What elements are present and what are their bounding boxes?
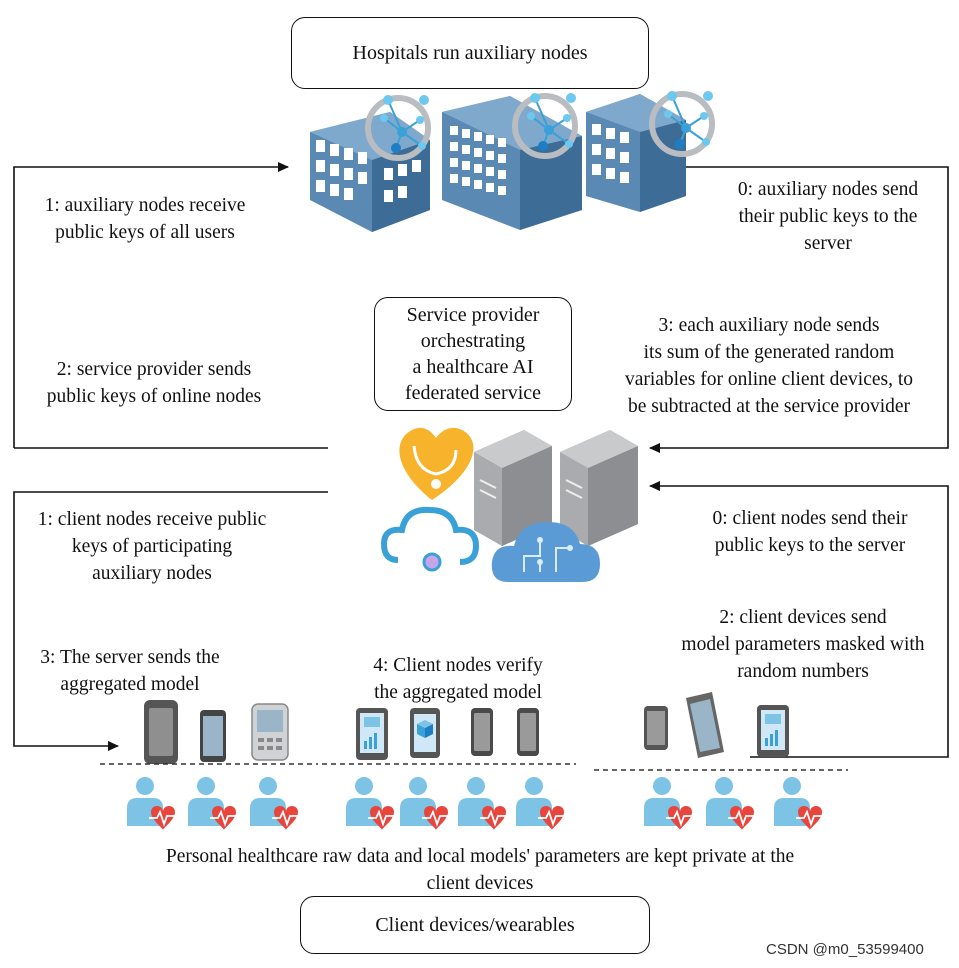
privacy-note: Personal healthcare raw data and local m… bbox=[165, 846, 795, 894]
label-aux-send: 0: auxiliary nodes send their public key… bbox=[737, 179, 919, 254]
service-provider-icons bbox=[380, 427, 638, 582]
service-provider-box: Service provider orchestrating a healthc… bbox=[374, 297, 572, 411]
arrow-keys-to-hospitals bbox=[13, 162, 289, 448]
label-client-receive: 1: client nodes receive public keys of p… bbox=[37, 509, 267, 584]
arrows bbox=[13, 162, 949, 758]
device-group-1 bbox=[144, 700, 289, 764]
device-baselines bbox=[100, 763, 848, 771]
client-devices-box: Client devices/wearables bbox=[300, 896, 650, 954]
label-client-send: 0: client nodes send their public keys t… bbox=[712, 508, 908, 556]
label-client-verify: 4: Client nodes verify the aggregated mo… bbox=[373, 655, 543, 703]
service-provider-box-label: Service provider orchestrating a healthc… bbox=[404, 304, 541, 404]
arrow-server-to-devices bbox=[13, 491, 328, 751]
label-sp-sends: 2: service provider sends public keys of… bbox=[46, 359, 262, 407]
label-client-masked: 2: client devices send model parameters … bbox=[681, 607, 925, 682]
label-aux-sum: 3: each auxiliary node sends its sum of … bbox=[624, 315, 914, 417]
arrow-hospital-to-server bbox=[649, 166, 949, 453]
device-group-3 bbox=[644, 692, 789, 758]
hospital-buildings bbox=[310, 91, 713, 232]
arrow-devices-to-server bbox=[649, 481, 949, 758]
patients bbox=[126, 776, 825, 831]
device-group-2 bbox=[356, 708, 539, 760]
hospitals-box-label: Hospitals run auxiliary nodes bbox=[352, 42, 588, 64]
watermark: CSDN @m0_53599400 bbox=[766, 941, 924, 958]
label-aux-receive: 1: auxiliary nodes receive public keys o… bbox=[44, 195, 246, 243]
hospitals-box: Hospitals run auxiliary nodes bbox=[291, 17, 649, 89]
client-devices-box-label: Client devices/wearables bbox=[375, 914, 575, 936]
label-server-sends: 3: The server sends the aggregated model bbox=[40, 647, 220, 695]
